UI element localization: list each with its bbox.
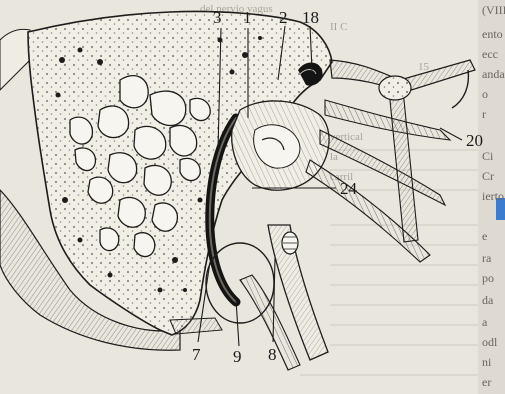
margin-fragment: ra xyxy=(482,251,492,265)
margin-fragment: r xyxy=(482,107,486,121)
margin-fragment: Cr xyxy=(482,169,494,183)
label-20: 20 xyxy=(466,131,483,150)
label-24: 24 xyxy=(340,179,358,198)
label-3: 3 xyxy=(213,8,222,27)
label-1: 1 xyxy=(243,8,252,27)
bg-text-line: 15 xyxy=(418,61,430,73)
label-18: 18 xyxy=(302,8,319,27)
margin-fragment: da xyxy=(482,293,494,307)
margin-fragment: (VIII) xyxy=(482,3,505,17)
right-margin: (VIII) ento ecc anda o r Ci Cr ierto e r… xyxy=(478,0,505,394)
bg-text-line: II C xyxy=(330,21,347,33)
margin-fragment: a xyxy=(482,315,488,329)
margin-fragment: po xyxy=(482,271,494,285)
margin-fragment: odl xyxy=(482,335,498,349)
margin-fragment: e xyxy=(482,229,487,243)
margin-fragment: er xyxy=(482,375,491,389)
margin-fragment: anda xyxy=(482,67,505,81)
margin-fragment: ento xyxy=(482,27,503,41)
bg-text-line: la xyxy=(330,151,338,163)
label-8: 8 xyxy=(268,345,277,364)
margin-fragment: Ci xyxy=(482,149,494,163)
margin-fragment: ecc xyxy=(482,47,498,61)
label-9: 9 xyxy=(233,347,242,366)
margin-fragment: ni xyxy=(482,355,492,369)
label-7: 7 xyxy=(192,345,201,364)
label-2: 2 xyxy=(279,8,288,27)
annular-outline xyxy=(206,243,274,323)
margin-fragment: ierto xyxy=(482,189,504,203)
margin-fragment: o xyxy=(482,87,488,101)
